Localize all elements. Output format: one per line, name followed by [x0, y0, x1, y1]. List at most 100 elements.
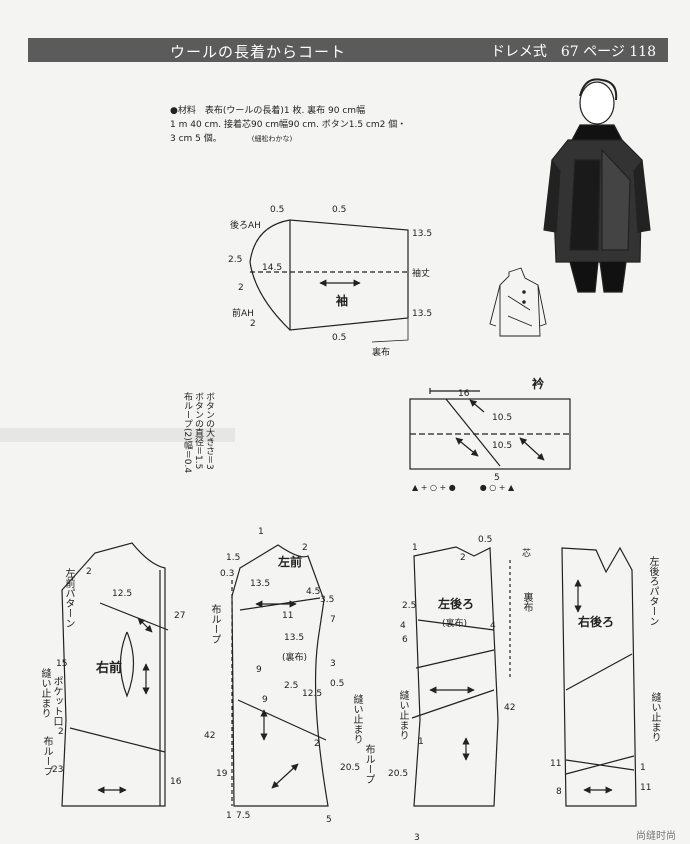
- sleeve-dim-top-a: 0.5: [270, 205, 284, 215]
- svg-text:42: 42: [204, 731, 215, 741]
- collar-dim-lower: 10.5: [492, 441, 512, 451]
- svg-text:11: 11: [282, 611, 293, 621]
- svg-text:16: 16: [170, 777, 182, 787]
- sleeve-front-ah: 前AH: [232, 307, 254, 319]
- svg-text:0.5: 0.5: [330, 679, 344, 689]
- left-front-label: 左前: [277, 554, 302, 569]
- collar-dim-upper: 10.5: [492, 413, 512, 423]
- svg-text:7.5: 7.5: [236, 811, 250, 821]
- pocket-opening-label: ポケット口: [51, 676, 62, 726]
- left-front-piece: [231, 544, 329, 807]
- sleeve-back-ah: 後ろAH: [230, 219, 261, 231]
- sleeve-dim-left3: 2: [250, 319, 256, 329]
- svg-text:3: 3: [414, 833, 420, 843]
- svg-text:2: 2: [302, 543, 308, 553]
- right-front-label: 右前: [95, 660, 122, 676]
- svg-text:1: 1: [418, 737, 424, 747]
- svg-text:9: 9: [262, 695, 268, 705]
- svg-text:42: 42: [504, 703, 515, 713]
- collar-pattern: [409, 388, 571, 470]
- svg-text:2: 2: [314, 739, 320, 749]
- svg-text:2: 2: [460, 553, 466, 563]
- left-back-interfacing: 芯: [522, 547, 531, 559]
- svg-text:15: 15: [56, 659, 67, 669]
- collar-dim-top: 16: [458, 389, 470, 399]
- page-title: ウールの長着からコート: [170, 43, 347, 61]
- svg-text:1: 1: [226, 811, 232, 821]
- watermark: 尚缝时尚: [636, 831, 676, 842]
- svg-text:2: 2: [58, 727, 64, 737]
- sleeve-length-label: 袖丈: [412, 267, 430, 279]
- collar-notch-marks: ▲ + ○ + ● ● ○ + ▲: [412, 483, 515, 492]
- right-back-stop-label: 縫い止まり: [649, 692, 660, 742]
- sleeve-dim-width: 14.5: [262, 263, 282, 273]
- coat-flat-sketch: [489, 267, 547, 337]
- materials-line-1: ●材料 表布(ウールの長着)1 枚. 裏布 90 cm幅: [170, 106, 366, 116]
- right-back-label: 右後ろ: [577, 614, 614, 629]
- gray-band: [0, 428, 235, 442]
- svg-text:8: 8: [556, 787, 562, 797]
- right-front-piece: [61, 542, 169, 807]
- left-back-label: 左後ろ: [437, 596, 474, 611]
- sleeve-dim-right-bottom: 13.5: [412, 309, 432, 319]
- svg-text:7: 7: [330, 615, 336, 625]
- left-back-stop-label: 縫い止まり: [397, 690, 408, 740]
- svg-text:3: 3: [330, 659, 336, 669]
- sleeve-dim-left2: 2: [238, 283, 244, 293]
- right-back-piece: [561, 546, 637, 807]
- materials-line-3: 3 cm 5 個。(細松わかな): [170, 134, 293, 144]
- left-front-lining: (裏布): [282, 651, 307, 663]
- right-front-loop-label: 布ループ: [41, 736, 52, 776]
- left-front-loop-label: 布ループ: [209, 604, 220, 644]
- coat-illustration: [543, 78, 651, 293]
- source-reference: ドレメ式 67 ページ 118: [490, 44, 656, 60]
- svg-text:1.5: 1.5: [226, 553, 240, 563]
- sleeve-dim-right-top: 13.5: [412, 229, 432, 239]
- svg-text:4: 4: [400, 621, 406, 631]
- sleeve-dim-bottom: 0.5: [332, 333, 346, 343]
- svg-text:13.5: 13.5: [250, 579, 270, 589]
- svg-text:2.5: 2.5: [284, 681, 298, 691]
- collar-dim-bottom: 5: [494, 473, 500, 483]
- svg-text:20.5: 20.5: [388, 769, 408, 779]
- svg-text:5: 5: [326, 815, 332, 825]
- left-back-lining: (裏布): [442, 617, 467, 629]
- sleeve-pattern: [249, 219, 409, 343]
- svg-text:20.5: 20.5: [340, 763, 360, 773]
- left-front-loop2-label: 布ループ: [363, 744, 374, 784]
- svg-text:2.5: 2.5: [402, 601, 416, 611]
- svg-text:11: 11: [640, 783, 651, 793]
- svg-text:3.5: 3.5: [320, 595, 334, 605]
- svg-text:9: 9: [256, 665, 262, 675]
- svg-text:23: 23: [52, 765, 63, 775]
- button-note: ボタンの大きさ＝3 ボタンの直径＝1.5 布ループ(2)幅＝0.4: [182, 392, 214, 474]
- svg-text:12.5: 12.5: [302, 689, 322, 699]
- svg-text:13.5: 13.5: [284, 633, 304, 643]
- svg-text:19: 19: [216, 769, 228, 779]
- svg-text:6: 6: [402, 635, 408, 645]
- svg-text:27: 27: [174, 611, 185, 621]
- left-back-piece: [411, 546, 511, 807]
- svg-text:1: 1: [258, 527, 264, 537]
- materials-list: ●材料 表布(ウールの長着)1 枚. 裏布 90 cm幅 1 m 40 cm. …: [170, 104, 420, 146]
- left-front-pattern-label: 左前パターン: [63, 568, 74, 628]
- left-back-lining-label: 裏布: [521, 592, 532, 612]
- sleeve-label: 袖: [336, 293, 348, 308]
- collar-label: 衿: [532, 376, 544, 391]
- svg-text:1: 1: [412, 543, 418, 553]
- sleeve-dim-top-b: 0.5: [332, 205, 346, 215]
- svg-text:4.5: 4.5: [306, 587, 320, 597]
- sleeve-lining-label: 裏布: [372, 346, 390, 358]
- svg-text:12.5: 12.5: [112, 589, 132, 599]
- svg-text:11: 11: [550, 759, 561, 769]
- materials-line-2: 1 m 40 cm. 接着芯90 cm幅90 cm. ボタン1.5 cm2 個・: [170, 120, 407, 130]
- svg-text:0.3: 0.3: [220, 569, 234, 579]
- right-front-stop-label: 縫い止まり: [39, 668, 50, 718]
- sleeve-dim-left: 2.5: [228, 255, 242, 265]
- svg-text:2: 2: [86, 567, 92, 577]
- page-header: ウールの長着からコート ドレメ式 67 ページ 118: [28, 38, 668, 62]
- svg-text:1: 1: [640, 763, 646, 773]
- designer-credit: (細松わかな): [251, 135, 293, 143]
- left-back-pattern-label: 左後ろパターン: [647, 556, 658, 626]
